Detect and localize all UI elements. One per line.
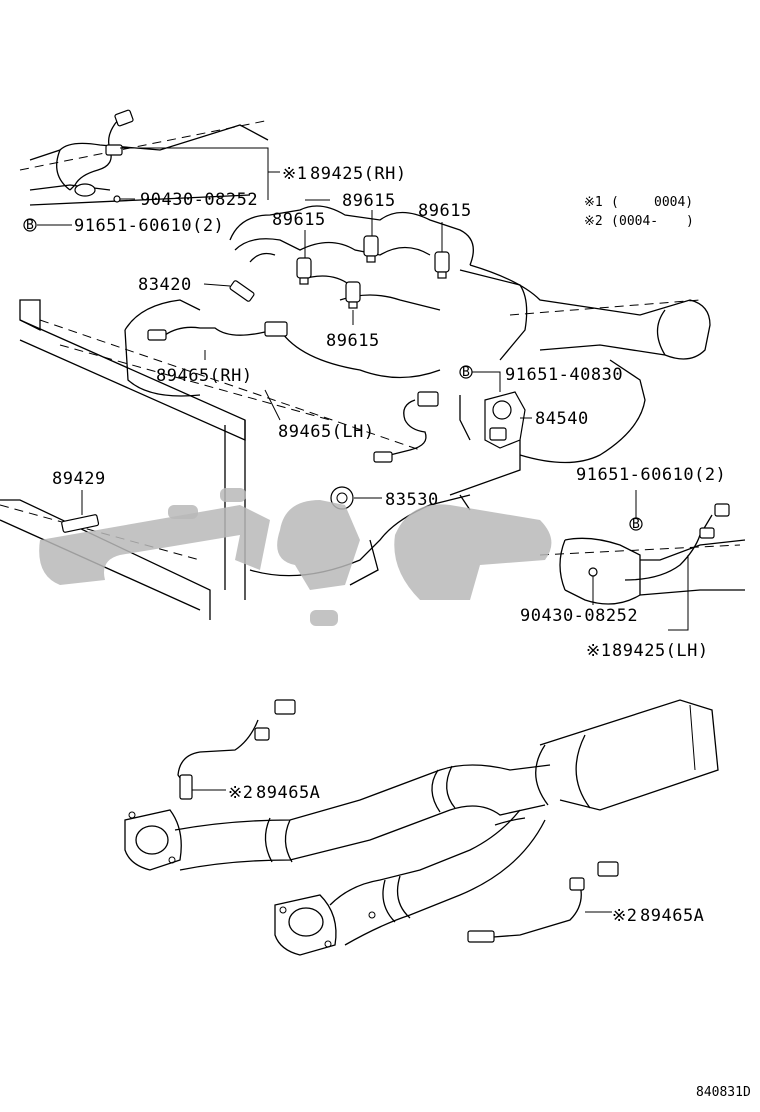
bolt-symbol-right: B bbox=[632, 517, 640, 532]
label-knock-rh: 89465(RH) bbox=[156, 366, 253, 386]
legend: ※1 ( 0004) ※2 ( 0004- ) bbox=[584, 195, 694, 229]
legend-2-range: 0004- bbox=[619, 214, 658, 229]
label-o2-lh: 89425(LH) bbox=[612, 641, 709, 661]
label-bolt-right: 91651-60610(2) bbox=[576, 465, 726, 485]
injector-part-4 bbox=[345, 281, 361, 309]
bolt-symbol-top: B bbox=[26, 218, 34, 233]
sensor-parts: B B bbox=[23, 109, 730, 943]
legend-2-open: ( bbox=[611, 214, 619, 229]
label-o2-rh-mark: ※1 bbox=[282, 164, 307, 184]
exhaust-pipe-art bbox=[124, 699, 719, 956]
leader-lines bbox=[37, 147, 689, 913]
label-speed-sensor: 89429 bbox=[52, 469, 106, 489]
label-gasket-right: 90430-08252 bbox=[520, 606, 638, 626]
label-o2a-left-mark: ※2 bbox=[228, 783, 253, 803]
watermark bbox=[39, 488, 552, 626]
label-tps: 84540 bbox=[535, 409, 589, 429]
part-labels: ※1 89425(RH) 90430-08252 91651-60610(2) … bbox=[52, 164, 726, 926]
injector-part-1 bbox=[296, 257, 312, 285]
label-knock-lh: 89465(LH) bbox=[278, 422, 375, 442]
label-injector-1: 89615 bbox=[272, 210, 326, 230]
label-injector-4: 89615 bbox=[326, 331, 380, 351]
label-injector-2: 89615 bbox=[342, 191, 396, 211]
legend-1-open: ( bbox=[611, 195, 619, 210]
diagram-code: 840831D bbox=[696, 1085, 751, 1100]
label-o2-rh: 89425(RH) bbox=[310, 164, 407, 184]
label-bolt-top: 91651-60610(2) bbox=[74, 216, 224, 236]
label-injector-3: 89615 bbox=[418, 201, 472, 221]
injector-part-3 bbox=[434, 251, 450, 279]
label-o2a-left: 89465A bbox=[256, 783, 320, 803]
label-temp-sensor: 83420 bbox=[138, 275, 192, 295]
label-o2a-right: 89465A bbox=[640, 906, 704, 926]
label-o2-lh-mark: ※1 bbox=[586, 641, 611, 661]
label-o2a-right-mark: ※2 bbox=[612, 906, 637, 926]
legend-2-mark: ※2 bbox=[584, 214, 603, 229]
label-bolt-mid: 91651-40830 bbox=[505, 365, 623, 385]
injector-part-2 bbox=[363, 235, 379, 263]
bolt-symbol-mid: B bbox=[462, 365, 470, 380]
label-gasket-top: 90430-08252 bbox=[140, 190, 258, 210]
label-oil-switch: 83530 bbox=[385, 490, 439, 510]
legend-2-close: ) bbox=[686, 214, 694, 229]
tps-part bbox=[484, 391, 526, 449]
legend-1-range: 0004) bbox=[654, 195, 693, 210]
legend-1-mark: ※1 bbox=[584, 195, 603, 210]
